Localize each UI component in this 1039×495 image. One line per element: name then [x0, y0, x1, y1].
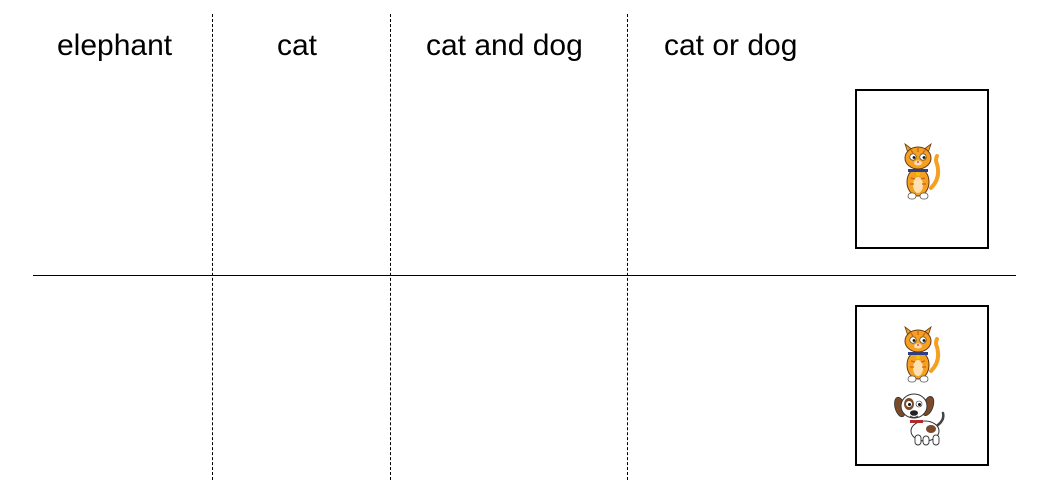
column-header-cat-and-dog: cat and dog	[426, 29, 583, 62]
column-divider	[627, 14, 628, 480]
column-divider	[390, 14, 391, 480]
cat-icon	[904, 142, 941, 200]
column-header-cat-or-dog: cat or dog	[664, 29, 798, 62]
column-header-cat: cat	[277, 29, 318, 62]
card-cat[interactable]	[855, 89, 989, 249]
card-cat-and-dog[interactable]	[855, 305, 989, 466]
column-header-elephant: elephant	[57, 29, 173, 62]
dog-icon	[894, 393, 945, 446]
row-divider	[33, 275, 1016, 276]
cat-icon	[904, 325, 941, 383]
column-divider	[212, 14, 213, 480]
